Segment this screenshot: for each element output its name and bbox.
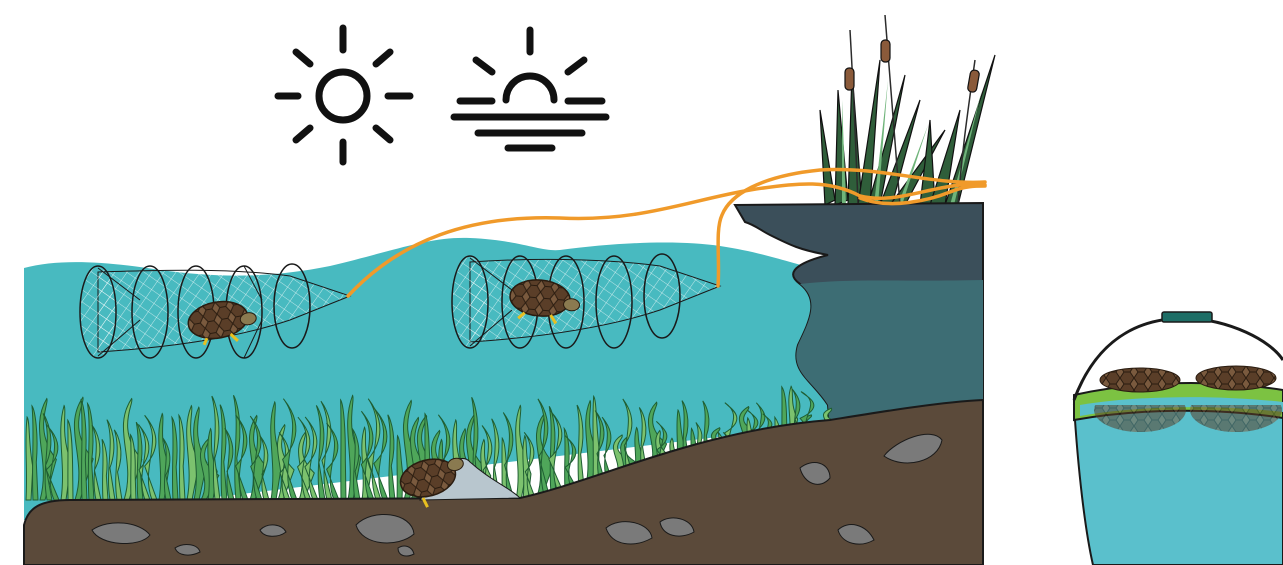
sunrise-icon — [454, 30, 606, 148]
sun-icon — [278, 28, 410, 162]
bucket-icon — [1074, 312, 1283, 565]
